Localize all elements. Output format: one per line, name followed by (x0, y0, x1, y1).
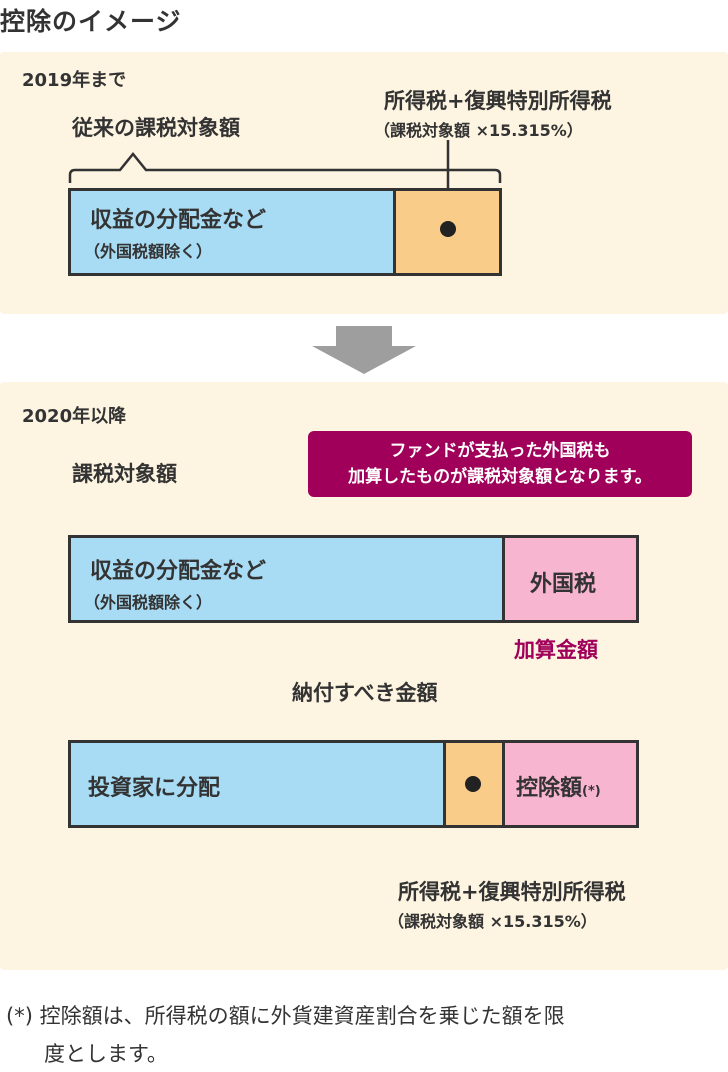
deduction-block (502, 740, 639, 828)
after-bar-main-label: 収益の分配金など (90, 559, 267, 584)
callout-line-2: 加算したものが課税対象額となります。 (348, 467, 652, 487)
before-brace-label: 従来の課税対象額 (72, 116, 240, 140)
after-period-label: 2020年以降 (22, 406, 127, 427)
foreign-tax-block (502, 535, 639, 623)
payable-label: 納付すべき金額 (292, 681, 438, 705)
before-bar-main-label: 収益の分配金など (90, 208, 267, 233)
after-tax-label: 所得税+復興特別所得税 (398, 880, 626, 904)
before-period-label: 2019年まで (22, 70, 127, 91)
footnote-line-2: 度とします。 (44, 1042, 168, 1066)
before-income-bar (68, 188, 396, 276)
distribution-bar (68, 740, 446, 828)
after-tax-sub-label: （課税対象額 ×15.315%） (388, 912, 597, 931)
deduction-label-group: 控除額(*) (516, 770, 601, 802)
before-tax-sub-label: （課税対象額 ×15.315%） (374, 121, 583, 140)
payable-dot (465, 776, 481, 792)
deduction-mark: (*) (582, 784, 601, 799)
callout-box: ファンドが支払った外国税も 加算したものが課税対象額となります。 (308, 431, 692, 497)
before-bar-sub-label: （外国税額除く） (84, 242, 213, 261)
footnote-text-1: 控除額は、所得税の額に外貨建資産割合を乗じた額を限 (39, 1004, 565, 1028)
callout-line-1: ファンドが支払った外国税も (389, 441, 611, 461)
foreign-tax-label: 外国税 (530, 572, 597, 597)
after-brace-label: 課税対象額 (72, 462, 177, 486)
transition-arrow-icon (312, 326, 416, 374)
footnote-mark: (*) (6, 1004, 33, 1028)
before-tax-label: 所得税+復興特別所得税 (384, 89, 612, 113)
before-brace (68, 152, 502, 183)
added-amount-label: 加算金額 (514, 638, 598, 662)
deduction-label: 控除額 (516, 776, 583, 801)
page-title: 控除のイメージ (0, 7, 182, 36)
footnote-line-1: (*) 控除額は、所得税の額に外貨建資産割合を乗じた額を限 (6, 998, 565, 1034)
distribution-label: 投資家に分配 (88, 776, 221, 801)
after-bar-sub-label: （外国税額除く） (84, 593, 213, 612)
after-income-bar (68, 535, 505, 623)
before-tax-dot (440, 221, 456, 237)
